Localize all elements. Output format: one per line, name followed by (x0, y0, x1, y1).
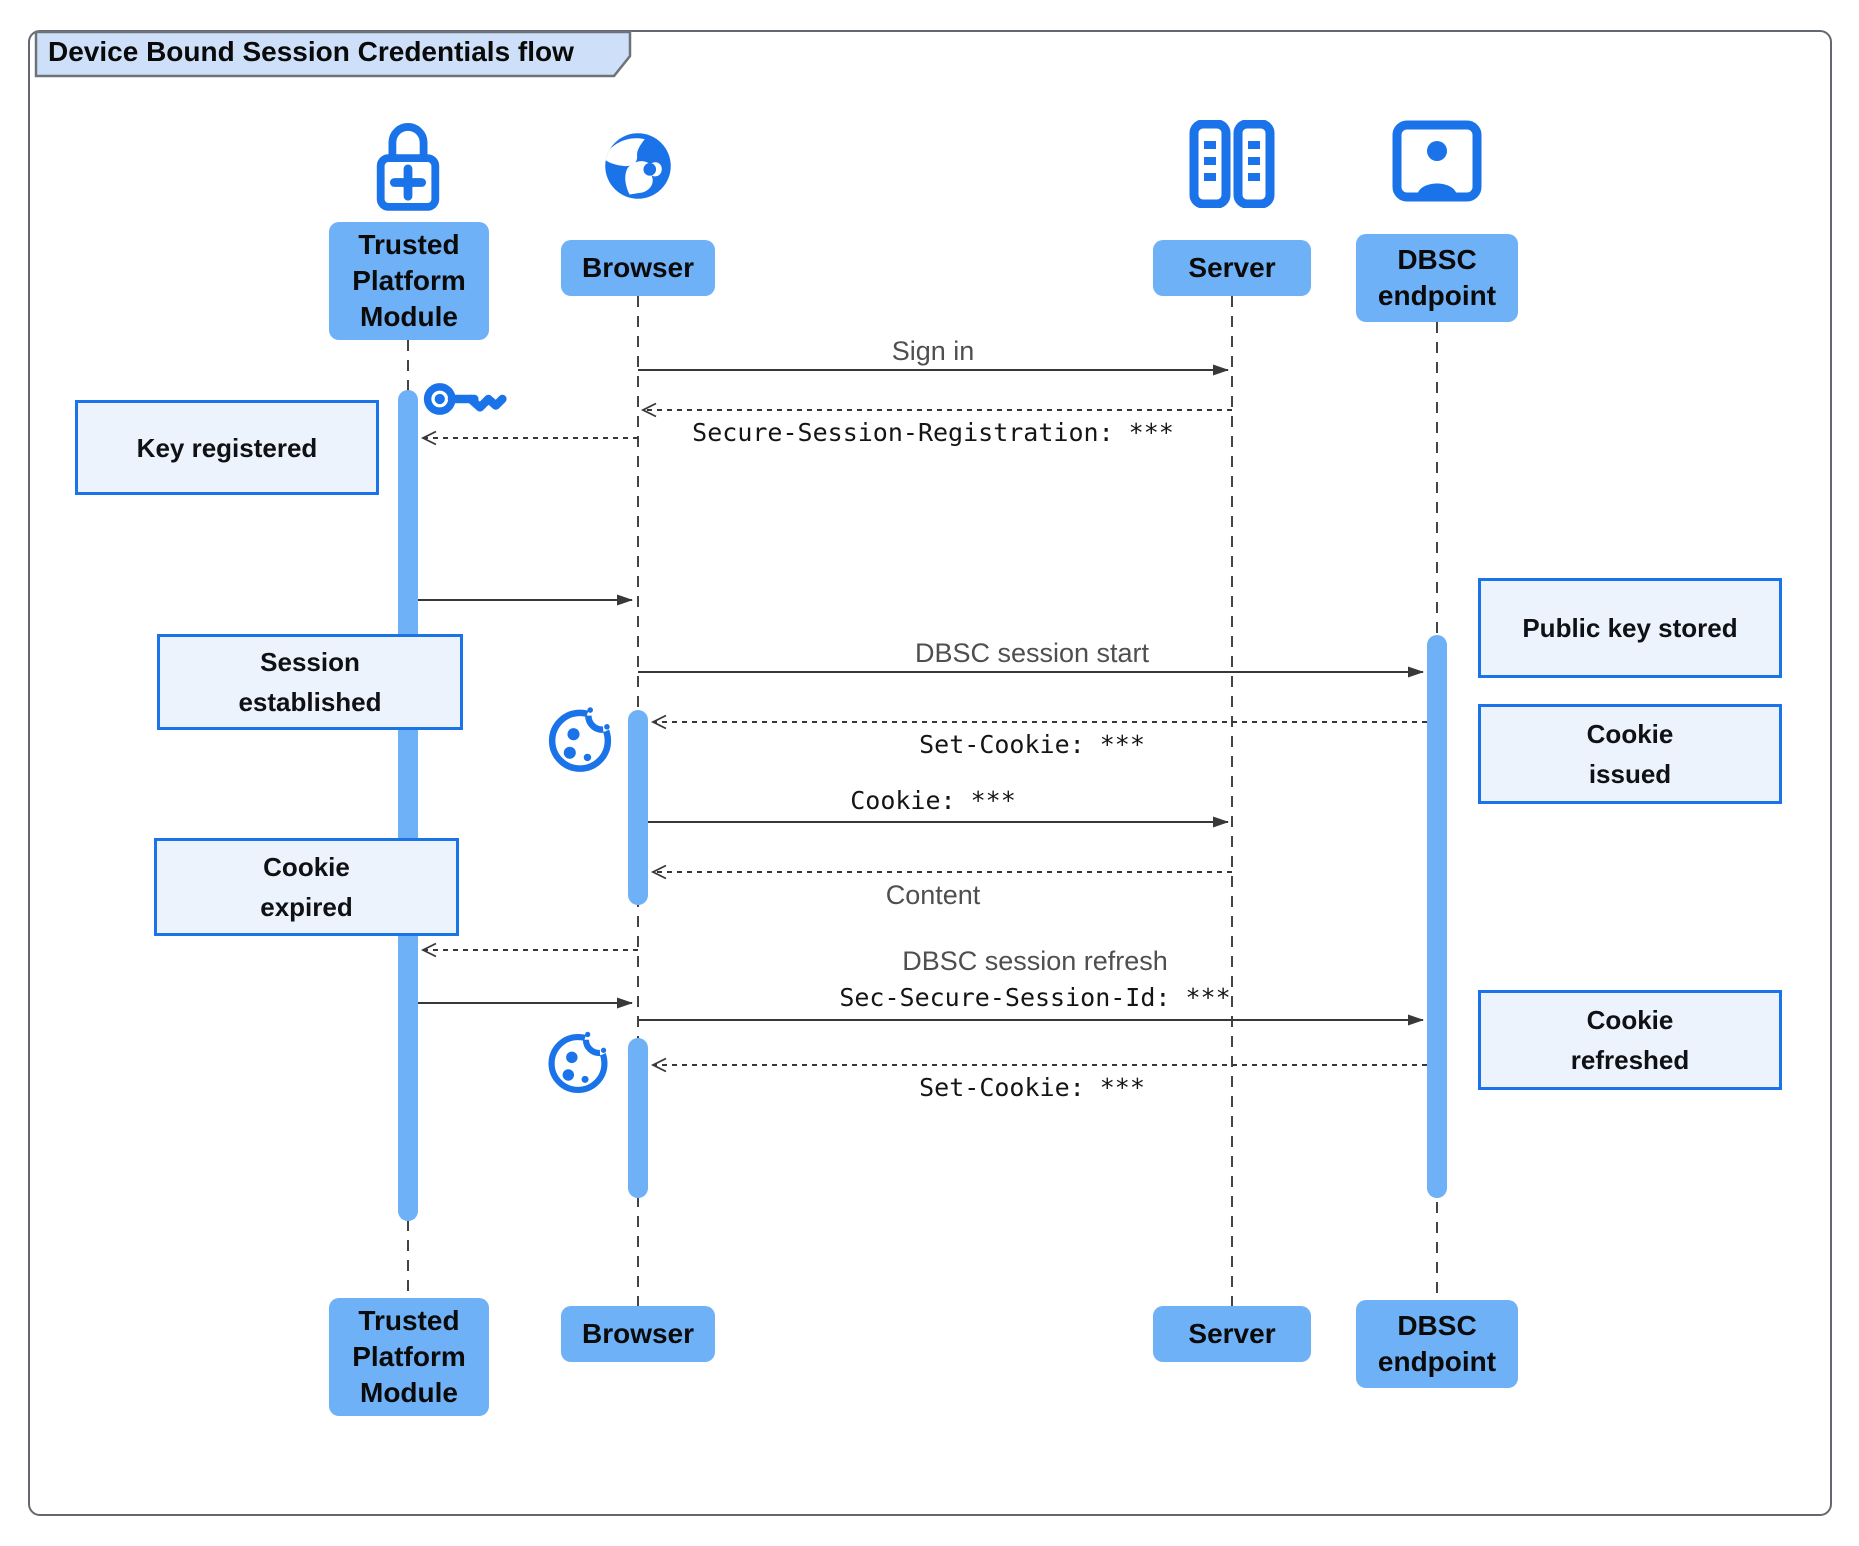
participant-dbsc-bottom-box: DBSC endpoint (1356, 1300, 1518, 1388)
participant-label: endpoint (1377, 280, 1497, 311)
message-label-10-line2: Sec-Secure-Session-Id: *** (839, 983, 1231, 1012)
participant-browser-bottom-box: Browser (561, 1306, 715, 1362)
cookie-icon (541, 1020, 615, 1100)
participant-server-bottom-box: Server (1153, 1306, 1311, 1362)
note-text: issued (1588, 759, 1672, 789)
note-session-established: Session established (157, 634, 463, 730)
note-text: Cookie (1586, 1005, 1674, 1035)
note-text: established (238, 687, 382, 717)
participant-browser-top-box: Browser (561, 240, 715, 296)
activation-bar-3 (1427, 635, 1447, 1198)
person-badge-icon (1391, 118, 1483, 206)
note-cookie-issued: Cookie issued (1478, 704, 1782, 804)
activation-bar-2 (628, 1038, 648, 1198)
cookie-icon (541, 696, 619, 778)
note-text: Key registered (136, 432, 318, 463)
note-text: Session (260, 647, 360, 677)
note-text: Cookie (263, 852, 350, 882)
note-public-key-stored: Public key stored (1478, 578, 1782, 678)
message-label-4: DBSC session start (914, 638, 1150, 668)
participant-label: Browser (581, 252, 695, 283)
message-label-11: Set-Cookie: *** (919, 1073, 1145, 1102)
participant-label: Trusted (358, 1305, 460, 1336)
participant-label: Trusted (358, 229, 460, 260)
activation-bar-1 (628, 710, 648, 905)
activation-bar-0 (398, 390, 418, 1221)
message-label-5: Set-Cookie: *** (919, 730, 1145, 759)
note-text: Cookie (1586, 719, 1674, 749)
key-icon (422, 372, 508, 426)
note-cookie-refreshed: Cookie refreshed (1478, 990, 1782, 1090)
note-cookie-expired: Cookie expired (154, 838, 459, 936)
participant-label: DBSC (1397, 244, 1477, 275)
note-key-registered: Key registered (75, 400, 379, 495)
participant-label: Server (1188, 1318, 1276, 1349)
note-text: refreshed (1570, 1045, 1690, 1075)
message-label-6: Cookie: *** (850, 786, 1016, 815)
message-label-0: Sign in (891, 336, 975, 366)
participant-label: endpoint (1377, 1346, 1497, 1377)
note-text: expired (260, 892, 353, 922)
diagram-title: Device Bound Session Credentials flow (48, 36, 574, 67)
server-icon (1186, 120, 1278, 208)
participant-label: Server (1188, 252, 1276, 283)
participant-server-top-box: Server (1153, 240, 1311, 296)
participant-label: Platform (352, 265, 466, 296)
title-tab (34, 30, 632, 78)
participant-dbsc-top-box: DBSC endpoint (1356, 234, 1518, 322)
globe-icon (596, 124, 680, 208)
participant-label: Module (360, 1377, 458, 1408)
message-label-1: Secure-Session-Registration: *** (692, 418, 1174, 447)
note-text: Public key stored (1522, 613, 1738, 643)
message-label-7: Content (885, 880, 981, 910)
lock-plus-icon (369, 112, 447, 216)
participant-label: DBSC (1397, 1310, 1477, 1341)
participant-label: Module (360, 301, 458, 332)
participant-label: Browser (581, 1318, 695, 1349)
title-tab-shape (34, 30, 632, 78)
message-label-10: DBSC session refresh (902, 946, 1168, 976)
participant-label: Platform (352, 1341, 466, 1372)
